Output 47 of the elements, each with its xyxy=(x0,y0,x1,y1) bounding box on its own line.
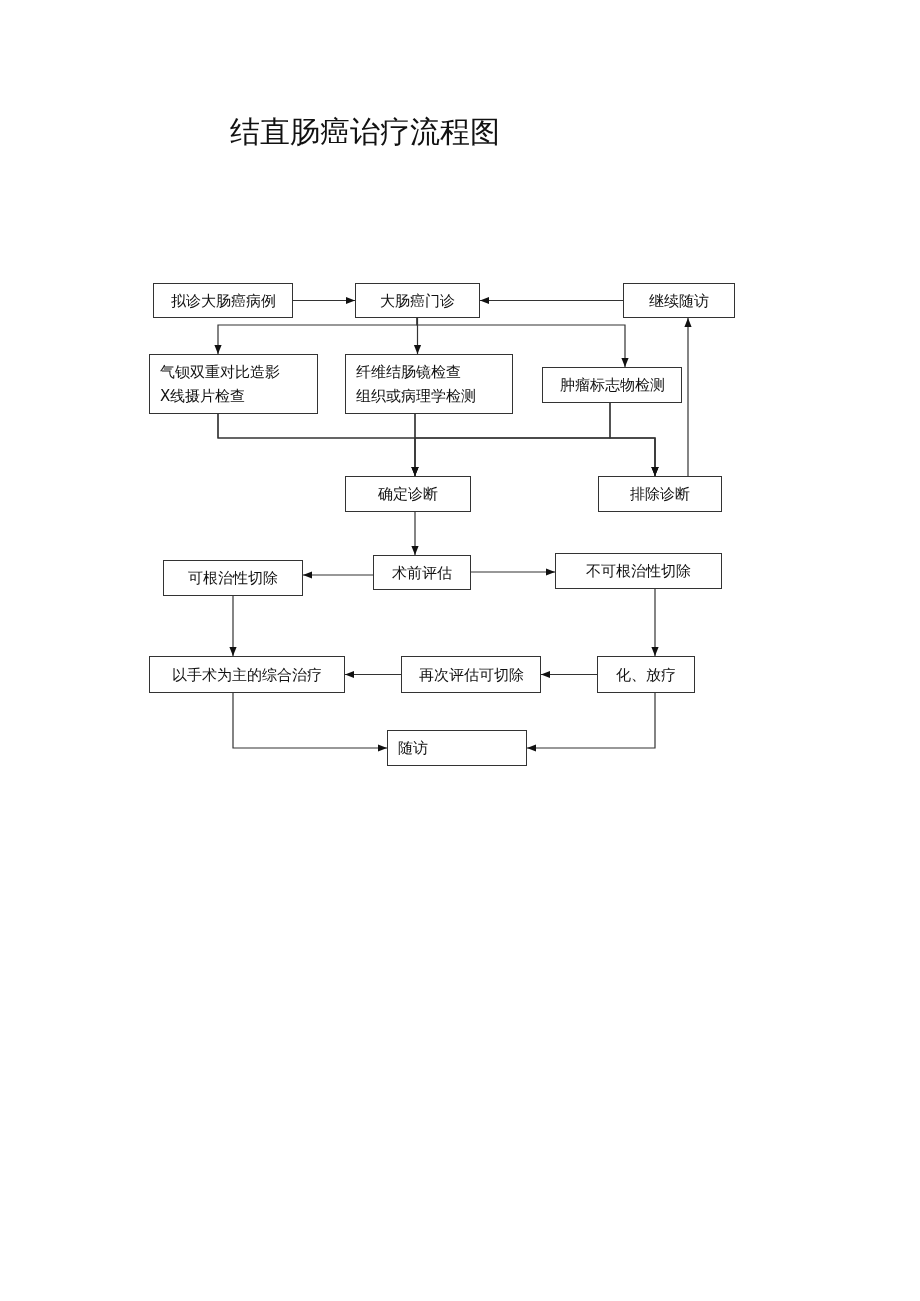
box-text: 确定诊断 xyxy=(378,484,438,505)
arrow xyxy=(470,568,556,576)
process-box xyxy=(345,354,513,414)
arrow xyxy=(540,670,598,679)
process-box xyxy=(597,656,695,693)
arrow xyxy=(684,317,692,477)
process-box xyxy=(623,283,735,318)
box-text: 组织或病理学检测 xyxy=(356,386,476,407)
arrow xyxy=(292,296,356,305)
process-box xyxy=(163,560,303,596)
arrow xyxy=(479,296,624,305)
process-box xyxy=(387,730,527,766)
box-text: 随访 xyxy=(398,738,428,759)
process-box xyxy=(401,656,541,693)
process-box xyxy=(555,553,722,589)
arrow xyxy=(302,571,374,579)
process-box xyxy=(598,476,722,512)
box-text: 肿瘤标志物检测 xyxy=(559,375,665,396)
arrow xyxy=(609,402,659,477)
process-box xyxy=(149,656,345,693)
process-box xyxy=(345,476,471,512)
arrow xyxy=(526,692,656,752)
box-text: 排除诊断 xyxy=(630,484,690,505)
box-text: 以手术为主的综合治疗 xyxy=(172,664,322,686)
process-box xyxy=(373,555,471,590)
box-text: 气钡双重对比造影 xyxy=(160,362,280,383)
process-box xyxy=(355,283,480,318)
arrow xyxy=(416,317,629,368)
box-text: X线摄片检查 xyxy=(160,386,246,407)
box-text: 大肠癌门诊 xyxy=(380,290,455,312)
arrow xyxy=(229,595,237,657)
process-box xyxy=(542,367,682,403)
process-box xyxy=(153,283,293,318)
arrow xyxy=(651,588,659,657)
box-text: 纤维结肠镜检查 xyxy=(356,362,461,383)
box-text: 不可根治性切除 xyxy=(586,561,691,582)
box-text: 再次评估可切除 xyxy=(418,664,524,686)
diagram-title: 结直肠癌诒疗流程图 xyxy=(230,113,500,151)
arrow xyxy=(344,670,402,679)
arrow xyxy=(232,692,388,752)
box-text: 化、放疗 xyxy=(616,664,676,686)
box-text: 术前评估 xyxy=(392,562,452,584)
box-text: 可根治性切除 xyxy=(188,568,278,589)
process-box xyxy=(149,354,318,414)
box-text: 继续随访 xyxy=(649,290,709,312)
arrow xyxy=(411,511,419,556)
box-text: 拟诊大肠癌病例 xyxy=(170,290,276,312)
